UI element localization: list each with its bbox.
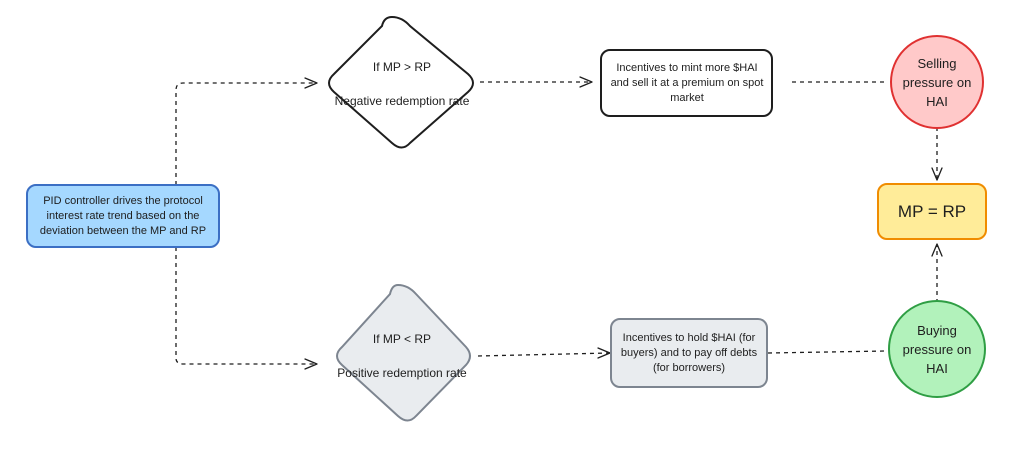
box-mint-incentive (600, 49, 773, 117)
arrowhead-pid-top (304, 77, 318, 89)
connector-box-bottom-to-circle (767, 350, 887, 354)
pid-controller-box (26, 184, 220, 248)
arrowhead-box-top (579, 76, 593, 88)
arrowhead-target-from-top (931, 167, 943, 181)
circle-top-label: Selling pressure on HAI (902, 55, 972, 109)
box-bottom-label: Incentives to hold $HAI (for buyers) and… (620, 331, 758, 374)
diamond-top-result: Negative redemption rate (334, 93, 470, 108)
diamond-bottom-result: Positive redemption rate (337, 365, 467, 380)
connector-diamond-bottom-to-box (477, 352, 611, 357)
diamond-bottom-condition: If MP < RP (372, 331, 432, 346)
circle-buying-pressure (888, 300, 986, 398)
target-box (877, 183, 987, 240)
arrowhead-target-from-bottom (931, 243, 943, 257)
circle-bottom-label: Buying pressure on HAI (902, 322, 972, 376)
connector-pid-to-top (175, 82, 316, 185)
box-hold-incentive (610, 318, 768, 388)
arrowhead-pid-bottom (304, 358, 318, 370)
diamond-top-condition: If MP > RP (372, 59, 432, 74)
target-label: MP = RP (897, 201, 967, 221)
box-top-label: Incentives to mint more $HAI and sell it… (610, 61, 764, 104)
circle-selling-pressure (890, 35, 984, 129)
pid-controller-label: PID controller drives the protocol inter… (39, 194, 207, 237)
diamond-bottom-label: If MP < RP Positive redemption rate (334, 308, 470, 404)
diamond-negative-rate (328, 15, 474, 149)
diamond-top-label: If MP > RP Negative redemption rate (330, 36, 474, 132)
connector-pid-to-bottom (175, 247, 316, 365)
diamond-positive-rate (336, 283, 471, 422)
